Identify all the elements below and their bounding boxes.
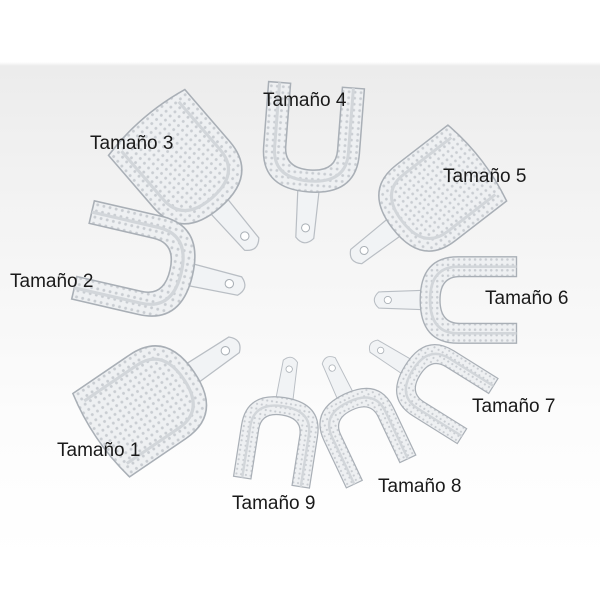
handle-hole xyxy=(359,245,369,255)
tray-body xyxy=(71,345,208,478)
dental-tray-size-3 xyxy=(107,88,260,252)
dental-tray-size-1 xyxy=(71,336,241,478)
dental-tray-size-7 xyxy=(368,339,499,445)
handle-hole xyxy=(328,364,336,372)
label-size-9: Tamaño 9 xyxy=(232,493,316,514)
label-size-5: Tamaño 5 xyxy=(443,166,527,187)
tray-ridge xyxy=(428,265,517,335)
tray-body xyxy=(232,396,319,489)
tray-ridge xyxy=(390,136,497,240)
dental-tray-size-9 xyxy=(232,356,319,489)
label-size-4: Tamaño 4 xyxy=(263,90,347,111)
label-size-6: Tamaño 6 xyxy=(485,288,569,309)
tray-ridge xyxy=(273,82,355,183)
dental-tray-size-5 xyxy=(349,124,508,265)
tray-ridge xyxy=(241,404,311,487)
tray-ridge xyxy=(404,352,494,438)
dental-tray-size-8 xyxy=(319,356,417,489)
label-size-7: Tamaño 7 xyxy=(472,396,556,417)
label-size-3: Tamaño 3 xyxy=(90,133,174,154)
tray-ridge xyxy=(83,357,195,465)
dental-tray-size-2 xyxy=(70,199,246,317)
tray-body xyxy=(378,124,508,252)
tray-body xyxy=(419,256,518,344)
handle-hole xyxy=(383,295,392,305)
handle-hole xyxy=(220,346,231,356)
handle-hole xyxy=(377,346,385,355)
label-size-1: Tamaño 1 xyxy=(57,440,141,461)
tray-ridge xyxy=(73,210,185,306)
tray-body xyxy=(396,344,499,445)
tray-ridge xyxy=(120,100,230,213)
handle-hole xyxy=(285,365,293,373)
handle-hole xyxy=(240,231,250,241)
dental-tray-size-6 xyxy=(373,256,518,344)
dental-tray-size-4 xyxy=(262,80,366,244)
tray-body xyxy=(107,88,243,225)
handle-hole xyxy=(224,278,235,289)
tray-ridge xyxy=(327,396,409,485)
tray-handle xyxy=(373,289,432,311)
label-size-2: Tamaño 2 xyxy=(10,271,94,292)
label-size-8: Tamaño 8 xyxy=(378,476,462,497)
handle-hole xyxy=(301,223,311,233)
tray-body xyxy=(262,80,366,193)
